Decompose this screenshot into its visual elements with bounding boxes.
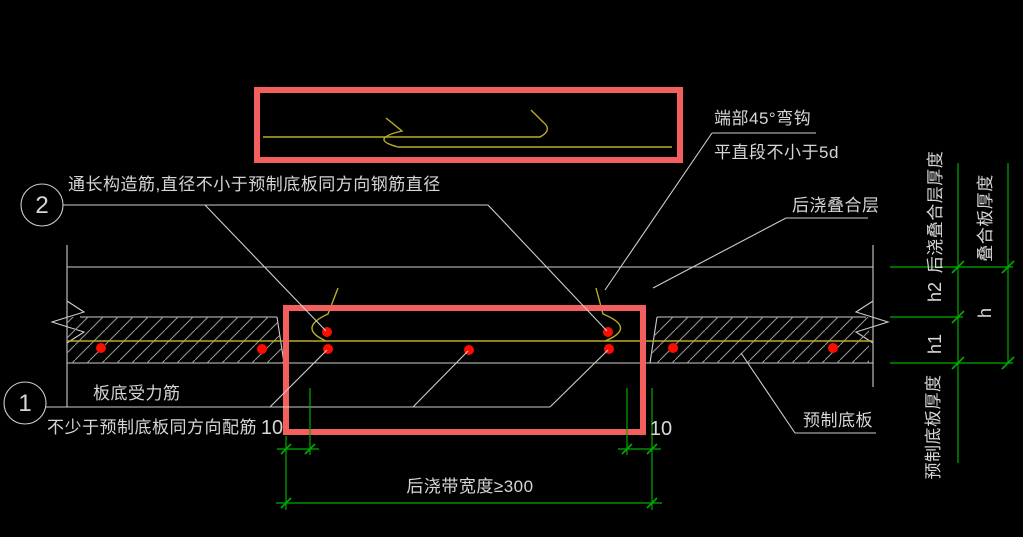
callout-1-branch-2	[412, 350, 469, 408]
detail-upper-bar-hook	[263, 109, 548, 138]
rebar-lines	[67, 109, 873, 342]
callout-1: 1 板底受力筋 不少于预制底板同方向配筋	[3, 349, 609, 437]
rebar-dot	[828, 343, 838, 353]
hook-detail-highlight-box	[254, 87, 683, 163]
callout-1-branch-3	[549, 349, 609, 408]
right-precast-slab-hatch	[650, 317, 869, 363]
h1-text: h1	[925, 334, 945, 354]
left-gap-dim-text: 10	[261, 417, 283, 439]
precast-callout: 预制底板	[740, 352, 876, 434]
h2-text: h2	[925, 282, 945, 302]
right-45deg-hook	[595, 287, 622, 342]
precast-label: 预制底板	[803, 411, 873, 430]
callout-1-text-line2: 不少于预制底板同方向配筋	[47, 418, 257, 437]
topping-thickness-text: 后浇叠合层厚度	[926, 151, 945, 274]
left-precast-slab-hatch	[67, 317, 284, 363]
hook-note: 端部45°弯钩 平直段不小于5d	[604, 109, 839, 291]
joint-zone-highlight-box	[283, 305, 646, 435]
h-total-text: h	[975, 308, 995, 318]
rebar-dot	[257, 344, 267, 354]
topping-callout: 后浇叠合层	[652, 196, 880, 289]
dim-ticks	[280, 443, 658, 455]
thickness-dimensions: 后浇叠合层厚度 h2 h1 预制底板厚度 叠合板厚度 h	[890, 151, 1015, 480]
slab-total-thickness-text: 叠合板厚度	[976, 174, 995, 262]
hook-note-line2: 平直段不小于5d	[714, 143, 839, 162]
callout-2-branch-right	[487, 204, 608, 332]
dim-ticks	[280, 497, 658, 509]
callout-2-number: 2	[35, 192, 48, 219]
rebar-dot	[668, 343, 678, 353]
hook-note-leader	[604, 132, 713, 291]
precast-thickness-text: 预制底板厚度	[924, 375, 943, 480]
band-width-dim-text: 后浇带宽度≥300	[406, 477, 533, 496]
precast-leader	[740, 352, 796, 434]
left-45deg-hook	[311, 287, 339, 342]
detail-lower-bar-hook	[383, 117, 672, 148]
right-gap-dim-text: 10	[650, 418, 672, 440]
topping-label: 后浇叠合层	[792, 196, 880, 215]
callout-2: 2 通长构造筋,直径不小于预制底板同方向钢筋直径	[20, 175, 608, 332]
dim-ticks	[951, 260, 1015, 370]
rebar-dot	[96, 343, 106, 353]
callout-2-text: 通长构造筋,直径不小于预制底板同方向钢筋直径	[68, 175, 441, 194]
callout-1-bubble	[3, 381, 47, 425]
topping-leader	[652, 217, 787, 289]
bottom-dimensions: 10 10 后浇带宽度≥300	[261, 388, 672, 510]
hook-note-line1: 端部45°弯钩	[714, 109, 811, 128]
callout-1-number: 1	[18, 390, 31, 417]
callout-1-text-line1: 板底受力筋	[93, 384, 181, 403]
callout-2-branch-left	[204, 204, 327, 332]
callout-1-branch-1	[269, 349, 328, 408]
